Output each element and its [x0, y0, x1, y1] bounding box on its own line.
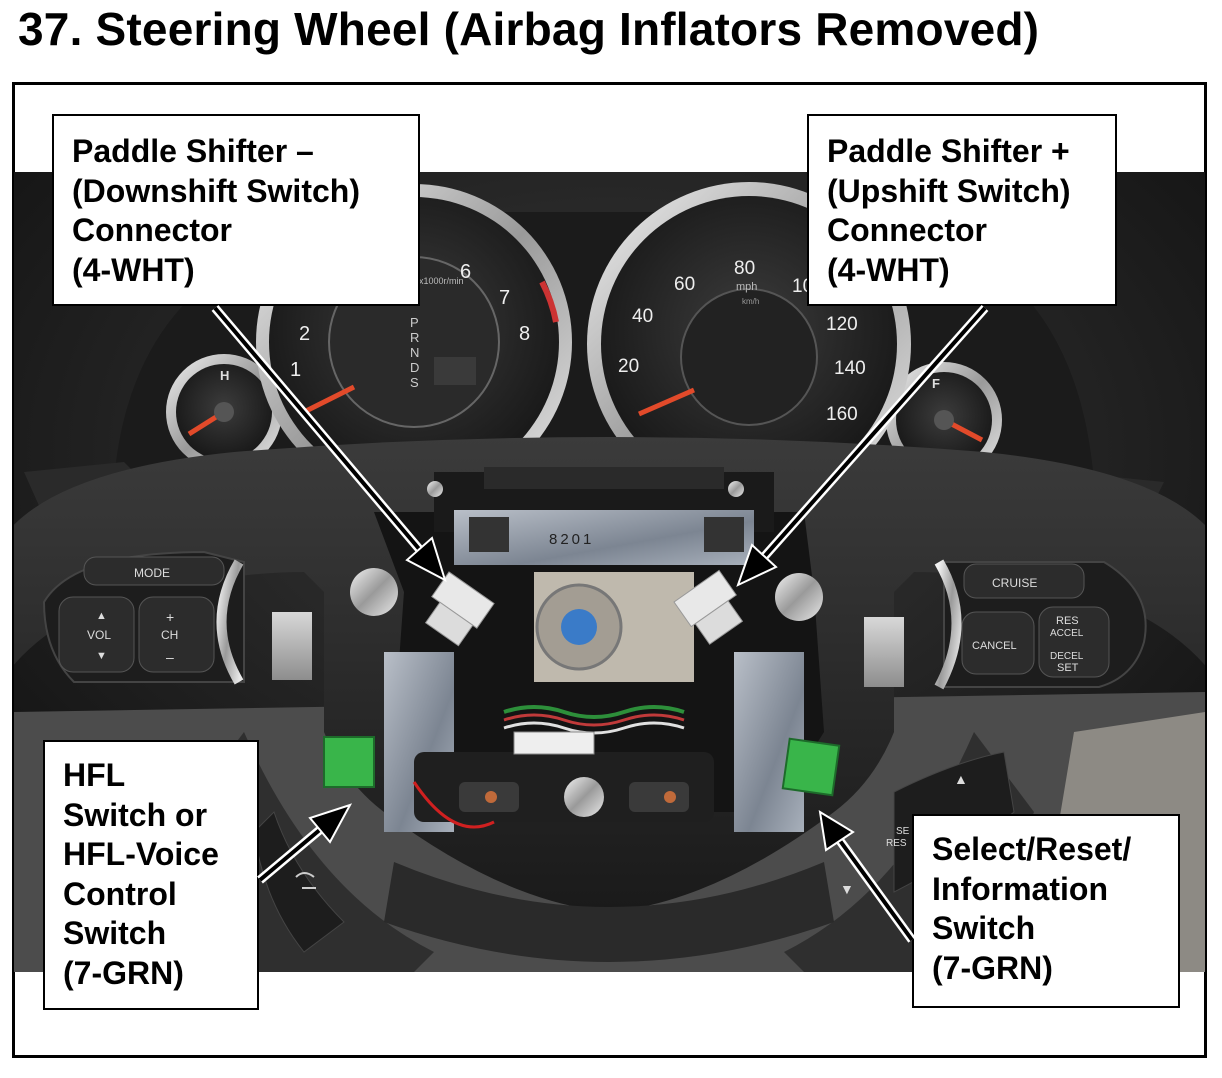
callout-line: (Upshift Switch) [827, 172, 1071, 209]
vol-down: ▼ [96, 650, 107, 662]
callout-line: Information [932, 870, 1108, 907]
callout-line: Select/Reset/ [932, 831, 1132, 867]
callout-line: HFL-Voice [63, 836, 219, 872]
res-small-label: RES [886, 838, 907, 849]
callout-paddle-shifter-downshift: Paddle Shifter – (Downshift Switch) Conn… [52, 114, 420, 306]
callout-line: (Downshift Switch) [72, 172, 360, 209]
accel-label: ACCEL [1050, 628, 1084, 639]
speedo-subunit: km/h [742, 297, 759, 306]
ch-label: CH [161, 628, 178, 642]
speedo-unit: mph [736, 281, 757, 293]
callout-line: Control [63, 875, 177, 912]
tach-num-1: 1 [290, 359, 301, 381]
callout-line: (7-GRN) [932, 949, 1053, 986]
speedo-120: 120 [826, 314, 858, 335]
left-switch-panel: MODE ▲ VOL ▼ + CH – [42, 550, 245, 685]
tach-num-7: 7 [499, 287, 510, 309]
callout-select-reset-switch: Select/Reset/ Information Switch (7-GRN) [912, 814, 1180, 1008]
callout-line: Connector [827, 212, 987, 248]
right-switch-panel: CRUISE CANCEL RES ACCEL DECEL SET [934, 559, 1147, 690]
hfl-green-connector [323, 736, 375, 788]
sel-label: SE [896, 826, 910, 837]
vol-label: VOL [87, 628, 111, 642]
speedo-80: 80 [734, 258, 755, 279]
temp-h-label: H [220, 368, 229, 383]
gear-d: D [410, 360, 419, 375]
cruise-label: CRUISE [992, 576, 1037, 590]
callout-line: Paddle Shifter – [72, 133, 314, 169]
speedo-40: 40 [632, 306, 653, 327]
callout-line: Switch [932, 910, 1036, 946]
gear-n: N [410, 345, 419, 360]
callout-line: (4-WHT) [72, 251, 195, 288]
speedo-140: 140 [834, 358, 866, 379]
tach-num-2: 2 [299, 323, 310, 345]
ch-minus: – [166, 649, 174, 665]
gear-s: S [410, 375, 419, 390]
page-title: 37. Steering Wheel (Airbag Inflators Rem… [18, 3, 1040, 55]
callout-line: (4-WHT) [827, 251, 950, 288]
gear-p: P [410, 315, 419, 330]
select-green-connector [781, 737, 841, 797]
callout-hfl-switch: HFL Switch or HFL-Voice Control Switch (… [43, 740, 259, 1010]
decel-label: DECEL [1050, 651, 1084, 662]
speedo-160: 160 [826, 404, 858, 425]
info-up-glyph: ▲ [954, 771, 968, 787]
speedo-60: 60 [674, 274, 695, 295]
info-down-glyph: ▼ [840, 881, 854, 897]
ch-plus: + [166, 609, 174, 625]
gear-r: R [410, 330, 419, 345]
tach-unit: x1000r/min [419, 276, 464, 286]
callout-line: Switch or [63, 796, 208, 833]
hub-code-label: 8201 [549, 531, 594, 548]
vol-up: ▲ [96, 610, 107, 622]
callout-line: Switch [63, 915, 167, 951]
cancel-label: CANCEL [972, 640, 1017, 652]
tach-num-8: 8 [519, 323, 530, 345]
callout-line: Connector [72, 212, 232, 248]
callout-line: Paddle Shifter + [827, 133, 1070, 169]
steering-hub: 8201 [272, 467, 904, 832]
callout-line: HFL [63, 757, 126, 793]
callout-line: (7-GRN) [63, 954, 184, 991]
callout-paddle-shifter-upshift: Paddle Shifter + (Upshift Switch) Connec… [807, 114, 1117, 306]
fuel-f-label: F [932, 376, 940, 391]
set-label: SET [1057, 662, 1079, 674]
res-label: RES [1056, 615, 1079, 627]
tach-num-6: 6 [460, 261, 471, 283]
mode-label: MODE [134, 566, 170, 580]
speedo-20: 20 [618, 356, 639, 377]
